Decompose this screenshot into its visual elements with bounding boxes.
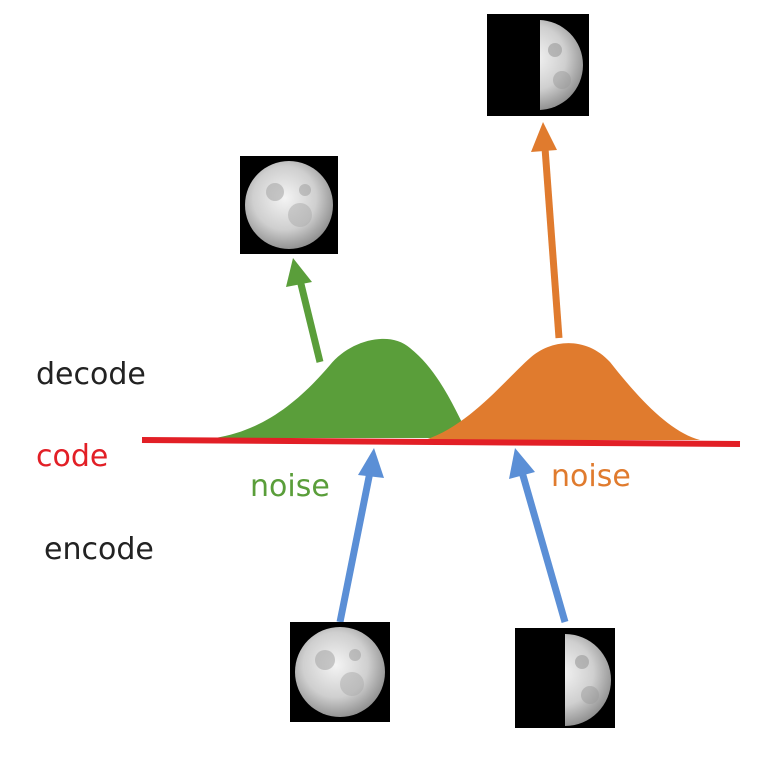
blue-encode-arrow-left [336,448,384,623]
full-moon-image-bottom [290,622,390,722]
orange-decode-arrow [531,122,563,339]
green-distribution-curve [215,338,470,438]
orange-distribution-curve [425,343,700,440]
encode-label: encode [44,532,154,567]
code-label: code [36,439,108,474]
half-moon-image-bottom [515,628,615,728]
blue-encode-arrow-right [509,448,569,623]
code-line [141,437,741,447]
green-decode-arrow [286,258,324,363]
decode-label: decode [36,357,146,392]
half-moon-image-top [487,14,589,116]
full-moon-image-top [240,156,338,254]
noise-label-left: noise [250,469,330,504]
noise-label-right: noise [551,459,631,494]
